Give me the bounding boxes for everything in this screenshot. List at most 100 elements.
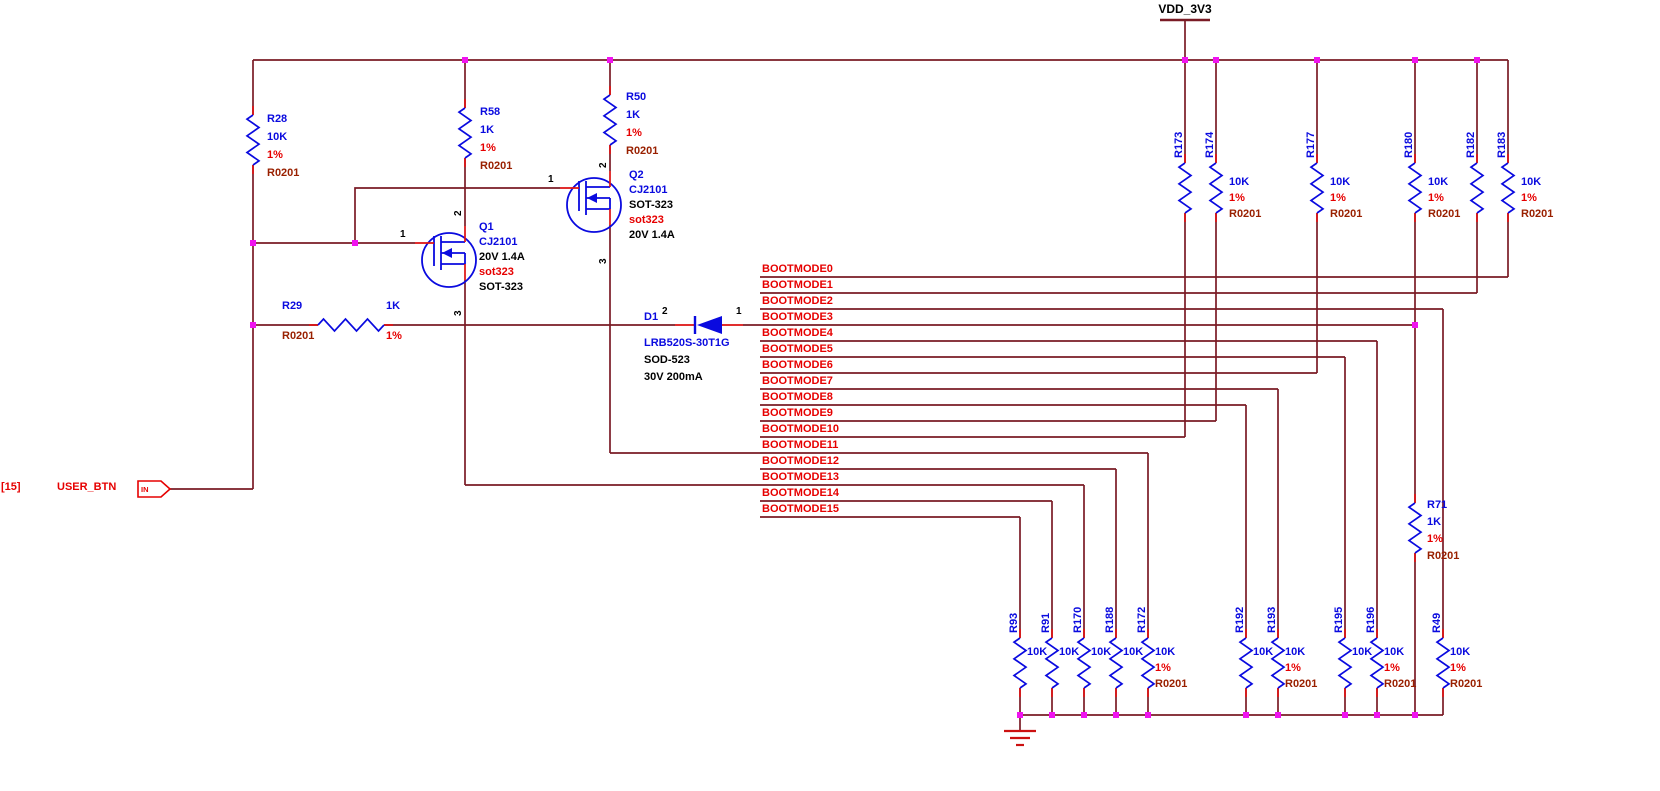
r188-value[interactable]: 10K bbox=[1123, 646, 1143, 658]
resistor-R180[interactable] bbox=[1407, 162, 1423, 214]
resistor-R50[interactable] bbox=[602, 94, 618, 146]
net-label-bootmode13[interactable]: BOOTMODE13 bbox=[762, 471, 839, 483]
r192-ref[interactable]: R192 bbox=[1234, 607, 1246, 633]
r29-ref[interactable]: R29 bbox=[282, 300, 302, 312]
r180-tol[interactable]: 1% bbox=[1428, 192, 1444, 204]
d1-pin1-num[interactable]: 1 bbox=[736, 306, 742, 317]
net-label-bootmode6[interactable]: BOOTMODE6 bbox=[762, 359, 833, 371]
q2-pin3-num[interactable]: 3 bbox=[598, 258, 609, 264]
mosfet-Q1[interactable] bbox=[421, 232, 477, 288]
d1-rating[interactable]: 30V 200mA bbox=[644, 371, 703, 383]
r177-tol[interactable]: 1% bbox=[1330, 192, 1346, 204]
net-label-bootmode0[interactable]: BOOTMODE0 bbox=[762, 263, 833, 275]
resistor-R172[interactable] bbox=[1140, 637, 1156, 689]
r71-value[interactable]: 1K bbox=[1427, 516, 1441, 528]
wire[interactable] bbox=[354, 187, 560, 243]
q2-part[interactable]: CJ2101 bbox=[629, 184, 668, 196]
power-net-label[interactable]: VDD_3V3 bbox=[1158, 2, 1212, 16]
net-label-bootmode1[interactable]: BOOTMODE1 bbox=[762, 279, 833, 291]
q1-part[interactable]: CJ2101 bbox=[479, 236, 518, 248]
resistor-R177[interactable] bbox=[1309, 162, 1325, 214]
r193-pkg[interactable]: R0201 bbox=[1285, 678, 1317, 690]
r183-ref[interactable]: R183 bbox=[1496, 132, 1508, 158]
q1-fp[interactable]: sot323 bbox=[479, 266, 514, 278]
r71-pkg[interactable]: R0201 bbox=[1427, 550, 1459, 562]
r29-pkg[interactable]: R0201 bbox=[282, 330, 314, 342]
r172-value[interactable]: 10K bbox=[1155, 646, 1175, 658]
port-name-label[interactable]: USER_BTN bbox=[57, 481, 116, 493]
r28-ref[interactable]: R28 bbox=[267, 113, 287, 125]
r93-ref[interactable]: R93 bbox=[1008, 613, 1020, 633]
net-label-bootmode15[interactable]: BOOTMODE15 bbox=[762, 503, 839, 515]
q2-rating[interactable]: 20V 1.4A bbox=[629, 229, 675, 241]
mosfet-Q2[interactable] bbox=[566, 177, 622, 233]
r50-value[interactable]: 1K bbox=[626, 109, 640, 121]
r50-tol[interactable]: 1% bbox=[626, 127, 642, 139]
r177-value[interactable]: 10K bbox=[1330, 176, 1350, 188]
net-label-bootmode4[interactable]: BOOTMODE4 bbox=[762, 327, 834, 339]
resistor-R183[interactable] bbox=[1500, 162, 1516, 214]
r58-ref[interactable]: R58 bbox=[480, 106, 500, 118]
r49-pkg[interactable]: R0201 bbox=[1450, 678, 1482, 690]
net-label-bootmode11[interactable]: BOOTMODE11 bbox=[762, 439, 838, 451]
r196-pkg[interactable]: R0201 bbox=[1384, 678, 1416, 690]
r58-value[interactable]: 1K bbox=[480, 124, 494, 136]
resistor-R93[interactable] bbox=[1012, 637, 1028, 689]
resistor-R196[interactable] bbox=[1369, 637, 1385, 689]
resistor-R49[interactable] bbox=[1435, 637, 1451, 689]
q1-ref[interactable]: Q1 bbox=[479, 221, 494, 233]
resistor-R28[interactable] bbox=[245, 114, 261, 166]
resistor-R193[interactable] bbox=[1270, 637, 1286, 689]
r91-ref[interactable]: R91 bbox=[1040, 613, 1052, 633]
r58-tol[interactable]: 1% bbox=[480, 142, 496, 154]
resistor-R188[interactable] bbox=[1108, 637, 1124, 689]
resistor-R173[interactable] bbox=[1177, 162, 1193, 214]
r183-pkg[interactable]: R0201 bbox=[1521, 208, 1553, 220]
r195-value[interactable]: 10K bbox=[1352, 646, 1372, 658]
q2-pin1-num[interactable]: 1 bbox=[548, 174, 554, 185]
d1-ref[interactable]: D1 bbox=[644, 311, 658, 323]
r196-tol[interactable]: 1% bbox=[1384, 662, 1400, 674]
r170-value[interactable]: 10K bbox=[1091, 646, 1111, 658]
r50-pkg[interactable]: R0201 bbox=[626, 145, 658, 157]
resistor-R91[interactable] bbox=[1044, 637, 1060, 689]
r93-value[interactable]: 10K bbox=[1027, 646, 1047, 658]
d1-pkg[interactable]: SOD-523 bbox=[644, 354, 690, 366]
diode-D1[interactable] bbox=[697, 316, 722, 334]
r172-tol[interactable]: 1% bbox=[1155, 662, 1171, 674]
r193-value[interactable]: 10K bbox=[1285, 646, 1305, 658]
q1-pin2-num[interactable]: 2 bbox=[453, 210, 464, 216]
r71-ref[interactable]: R71 bbox=[1427, 499, 1447, 511]
resistor-R71[interactable] bbox=[1407, 502, 1423, 554]
net-label-bootmode14[interactable]: BOOTMODE14 bbox=[762, 487, 840, 499]
r174-ref[interactable]: R174 bbox=[1204, 131, 1216, 158]
r170-ref[interactable]: R170 bbox=[1072, 607, 1084, 633]
r28-pkg[interactable]: R0201 bbox=[267, 167, 299, 179]
resistor-R182[interactable] bbox=[1469, 162, 1485, 214]
r177-pkg[interactable]: R0201 bbox=[1330, 208, 1362, 220]
r172-pkg[interactable]: R0201 bbox=[1155, 678, 1187, 690]
r196-value[interactable]: 10K bbox=[1384, 646, 1404, 658]
net-label-bootmode12[interactable]: BOOTMODE12 bbox=[762, 455, 839, 467]
net-label-bootmode7[interactable]: BOOTMODE7 bbox=[762, 375, 833, 387]
r183-value[interactable]: 10K bbox=[1521, 176, 1541, 188]
net-label-bootmode5[interactable]: BOOTMODE5 bbox=[762, 343, 833, 355]
r188-ref[interactable]: R188 bbox=[1104, 607, 1116, 633]
r182-ref[interactable]: R182 bbox=[1465, 132, 1477, 158]
r196-ref[interactable]: R196 bbox=[1365, 607, 1377, 633]
r91-value[interactable]: 10K bbox=[1059, 646, 1079, 658]
resistor-R29[interactable] bbox=[317, 317, 385, 333]
r29-value[interactable]: 1K bbox=[386, 300, 400, 312]
q2-ref[interactable]: Q2 bbox=[629, 169, 644, 181]
r174-pkg[interactable]: R0201 bbox=[1229, 208, 1261, 220]
r28-tol[interactable]: 1% bbox=[267, 149, 283, 161]
resistor-R170[interactable] bbox=[1076, 637, 1092, 689]
q2-pkg[interactable]: SOT-323 bbox=[629, 199, 673, 211]
r193-ref[interactable]: R193 bbox=[1266, 607, 1278, 633]
net-label-bootmode10[interactable]: BOOTMODE10 bbox=[762, 423, 839, 435]
net-label-bootmode9[interactable]: BOOTMODE9 bbox=[762, 407, 833, 419]
resistor-R195[interactable] bbox=[1337, 637, 1353, 689]
r28-value[interactable]: 10K bbox=[267, 131, 287, 143]
q2-fp[interactable]: sot323 bbox=[629, 214, 664, 226]
r58-pkg[interactable]: R0201 bbox=[480, 160, 512, 172]
